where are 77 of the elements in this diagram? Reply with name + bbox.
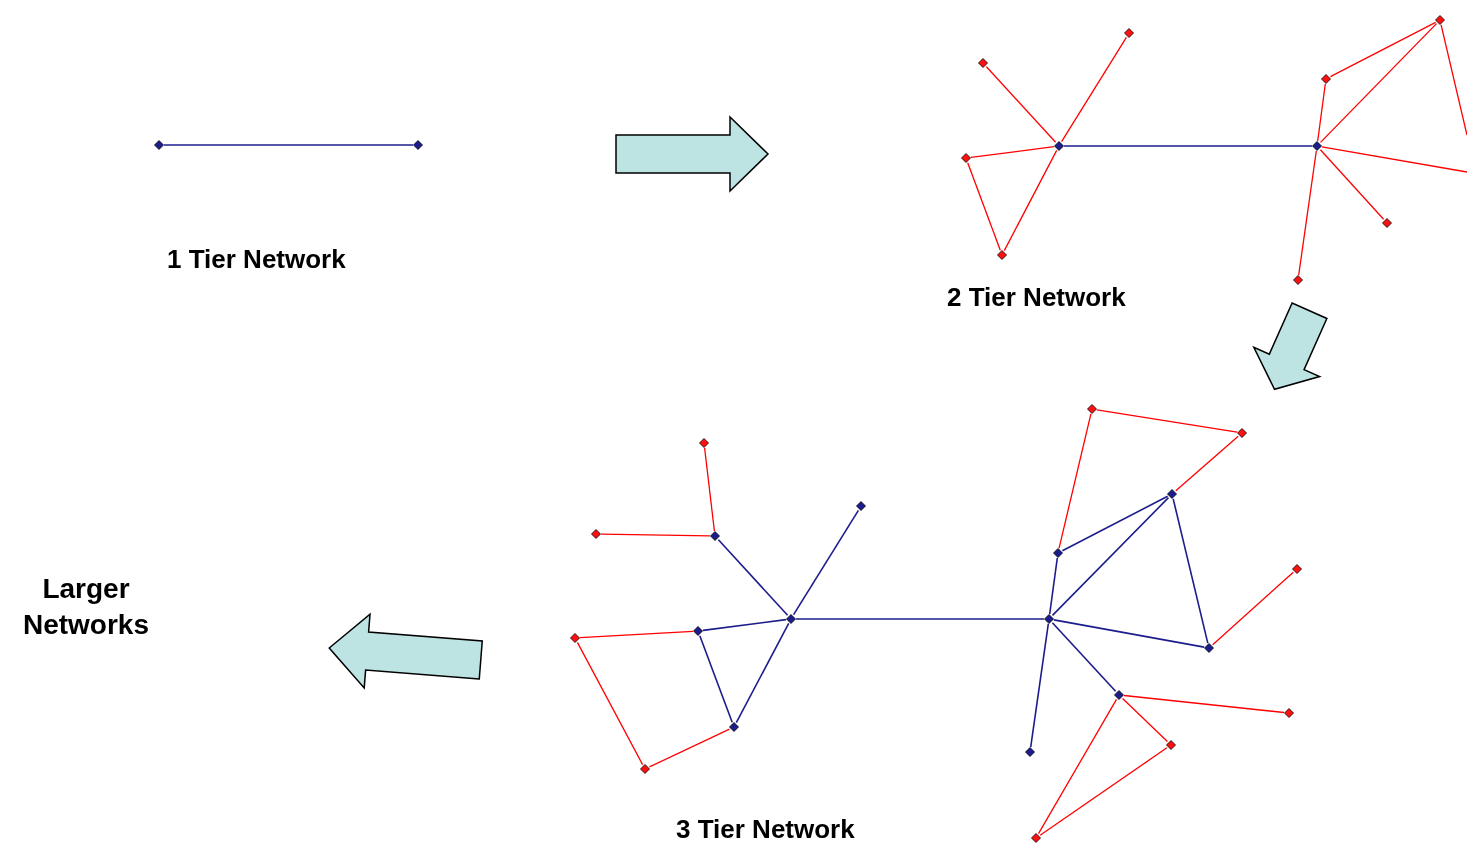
network-link [1329,21,1437,78]
hub-node-marker [693,626,703,636]
network-link [600,533,711,537]
network-link [1321,146,1467,173]
network-link [1063,145,1313,147]
network-link [576,641,644,766]
network-link [1172,498,1209,644]
network-link [1039,747,1168,836]
hub-node-marker [154,140,164,150]
leaf-node-marker [1293,275,1303,285]
network-link [1058,413,1092,549]
network-link [648,728,731,768]
leaf-node-marker [1124,28,1134,38]
network-tier-label: 3 Tier Network [676,814,855,845]
hub-node-marker [1204,643,1214,653]
hub-node-marker [1044,614,1054,624]
hub-node-marker [1114,690,1124,700]
leaf-node-marker [591,529,601,539]
leaf-node-marker [640,764,650,774]
network-link [1212,571,1294,646]
leaf-node-marker [1435,15,1445,25]
hub-node-marker [710,531,720,541]
network-link [1051,496,1170,617]
hub-node-marker [1054,141,1064,151]
hub-node-marker [729,722,739,732]
network-link [163,144,414,146]
network-link [795,618,1045,620]
leaf-node-marker [978,58,988,68]
network-tier-label: 1 Tier Network [167,244,346,275]
leaf-node-marker [1284,708,1294,718]
network-link [1003,149,1058,252]
network-link [1096,409,1238,433]
hub-node-marker [1053,548,1063,558]
leaf-node-marker [1031,833,1041,843]
network-link [1319,22,1438,144]
network-link [1061,495,1169,552]
hub-node-marker [1167,489,1177,499]
network-link [1319,149,1385,220]
network-link [1048,557,1059,615]
network-link [1298,150,1317,276]
network-link [1051,621,1117,693]
network-link [1440,24,1467,136]
hub-node-marker [1025,747,1035,757]
leaf-node-marker [570,633,580,643]
hub-node-marker [1312,141,1322,151]
network-link [1053,619,1205,648]
network-link [702,618,787,632]
leaf-node-marker [1087,404,1097,414]
network-link [579,630,694,639]
network-link [1317,83,1326,142]
network-link [1175,435,1239,492]
leaf-node-marker [997,250,1007,260]
network-link [703,447,716,532]
leaf-node-marker [1237,428,1247,438]
network-link [1123,694,1285,714]
network-link [1037,698,1118,835]
leaf-node-marker [1166,740,1176,750]
network-tier-label: Larger Networks [21,572,150,643]
network-link [717,538,789,617]
network-link [970,145,1055,159]
hub-node-marker [413,140,423,150]
network-link [792,509,860,616]
network-link [699,634,733,724]
leaf-node-marker [699,438,709,448]
network-link [1121,697,1169,743]
network-link [1029,623,1050,748]
network-link [1060,36,1128,143]
leaf-node-marker [1382,218,1392,228]
network-link [735,622,790,724]
leaf-node-marker [961,153,971,163]
hub-node-marker [856,501,866,511]
network-tier-label: 2 Tier Network [947,282,1126,313]
leaf-node-marker [1292,564,1302,574]
network-link [967,162,1001,251]
hub-node-marker [786,614,796,624]
leaf-node-marker [1321,74,1331,84]
network-link [985,66,1057,143]
